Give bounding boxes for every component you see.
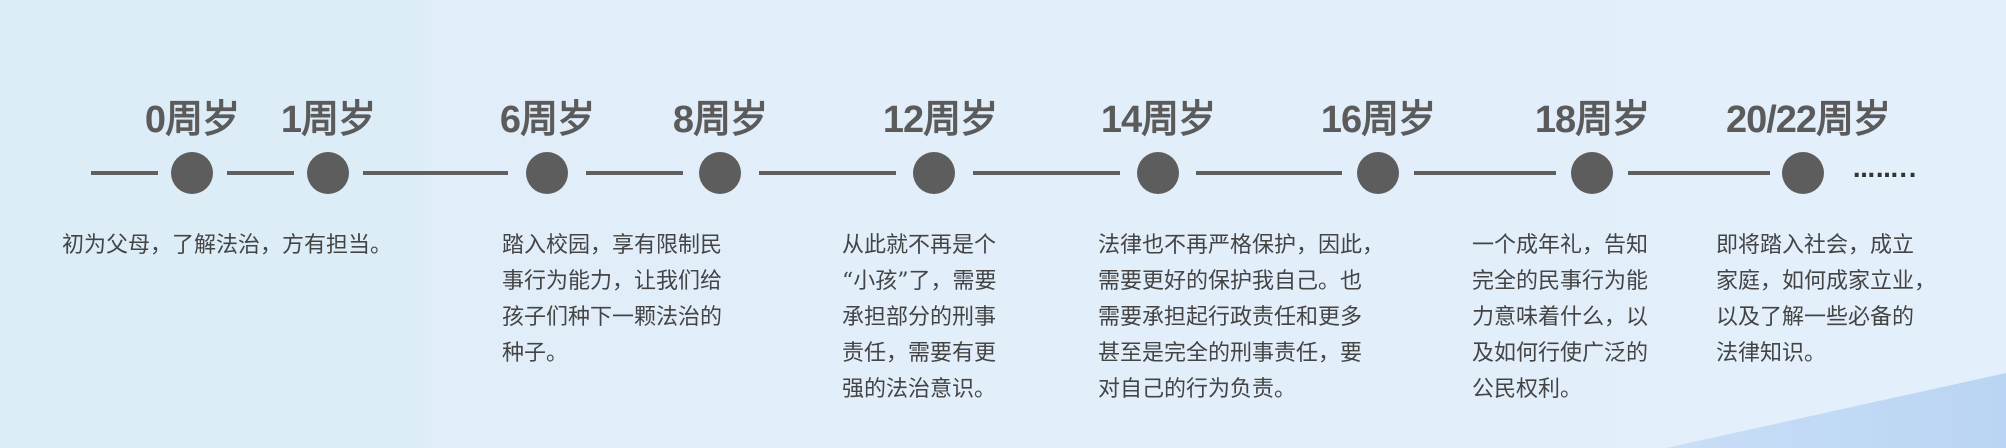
age-label-12: 12周岁 [882, 99, 998, 141]
timeline-segment [363, 171, 508, 175]
age-label-1: 1周岁 [280, 99, 376, 141]
timeline-segment [1414, 171, 1556, 175]
age-label-8: 8周岁 [672, 99, 768, 141]
timeline-segment [227, 171, 294, 175]
timeline-dot-20-22 [1782, 152, 1824, 194]
timeline-segment [1196, 171, 1342, 175]
age-label-6: 6周岁 [499, 99, 595, 141]
timeline-dot-8 [699, 152, 741, 194]
age-label-0: 0周岁 [144, 99, 240, 141]
age-label-20-22: 20/22周岁 [1725, 99, 1891, 141]
timeline-dot-18 [1571, 152, 1613, 194]
description-society: 即将踏入社会，成立 家庭，如何成家立业， 以及了解一些必备的 法律知识。 [1716, 233, 1937, 366]
timeline-segment [759, 171, 896, 175]
description-age-12: 从此就不再是个 “小孩”了，需要 承担部分的刑事 责任，需要有更 强的法治意识。 [842, 233, 997, 402]
timeline-segment [586, 171, 683, 175]
timeline-dot-6 [526, 152, 568, 194]
timeline-dot-14 [1137, 152, 1179, 194]
description-parents: 初为父母，了解法治，方有担当。 [62, 233, 393, 258]
timeline-dot-0 [171, 152, 213, 194]
description-adulthood: 一个成年礼，告知 完全的民事行为能 力意味着什么，以 及如何行使广泛的 公民权利… [1472, 233, 1649, 402]
timeline-dot-12 [913, 152, 955, 194]
timeline-dot-16 [1357, 152, 1399, 194]
timeline-dot-1 [307, 152, 349, 194]
timeline-segment [973, 171, 1120, 175]
age-label-14: 14周岁 [1100, 99, 1216, 141]
description-school: 踏入校园，享有限制民 事行为能力，让我们给 孩子们种下一颗法治的 种子。 [502, 233, 723, 366]
timeline-continuation: …….. [1853, 158, 1918, 183]
age-label-16: 16周岁 [1320, 99, 1436, 141]
description-age-14: 法律也不再严格保护，因此， 需要更好的保护我自己。也 需要承担起行政责任和更多 … [1098, 233, 1385, 402]
age-label-18: 18周岁 [1534, 99, 1650, 141]
timeline-segment [1628, 171, 1770, 175]
timeline-segment [91, 171, 158, 175]
